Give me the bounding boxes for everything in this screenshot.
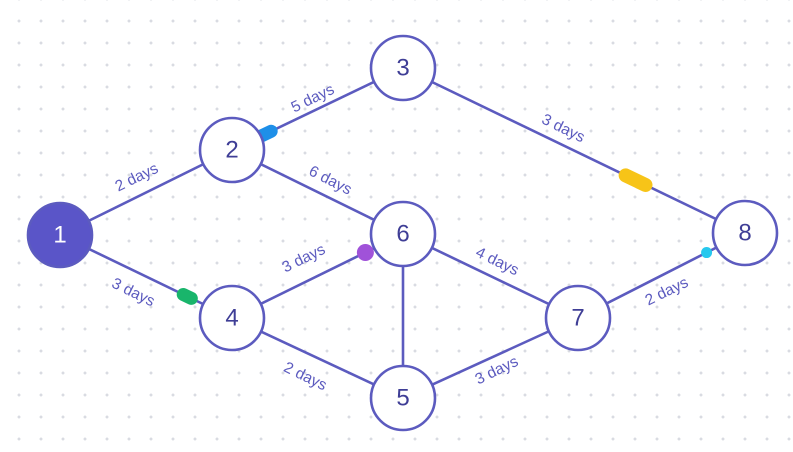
node-2[interactable]: 2 [198,116,266,184]
edge-label-5-7: 3 days [473,353,522,388]
edge-label-4-5: 2 days [281,359,330,394]
node-3[interactable]: 3 [369,34,437,102]
edge-label-3-8: 3 days [539,111,588,146]
node-label-7: 7 [571,304,584,331]
node-circle-8 [711,199,779,267]
node-label-6: 6 [396,220,409,247]
edge-label-1-4: 3 days [109,275,158,310]
node-circle-4 [198,284,266,352]
progress-marker-1-4 [176,287,198,305]
node-circle-6 [369,200,437,268]
progress-marker-7-8 [701,247,713,259]
edge-label-6-7: 4 days [473,244,522,279]
nodes-layer: 1 2 3 4 5 6 7 8 [26,34,779,432]
node-7[interactable]: 7 [544,284,612,352]
node-5[interactable]: 5 [369,364,437,432]
node-6[interactable]: 6 [369,200,437,268]
node-8[interactable]: 8 [711,199,779,267]
progress-marker-3-8 [618,168,653,192]
node-1[interactable]: 1 [26,201,94,269]
node-circle-3 [369,34,437,102]
edge-3-8 [402,66,746,235]
node-label-8: 8 [738,219,751,246]
node-circle-5 [369,364,437,432]
edge-label-4-6: 3 days [280,241,329,276]
node-label-2: 2 [225,136,238,163]
node-circle-1 [26,201,94,269]
node-label-4: 4 [225,304,238,331]
node-4[interactable]: 4 [198,284,266,352]
edge-label-7-8: 2 days [643,274,692,309]
node-label-1: 1 [53,221,66,248]
node-label-5: 5 [396,384,409,411]
node-label-3: 3 [396,54,409,81]
node-circle-7 [544,284,612,352]
edge-label-2-6: 6 days [306,163,355,199]
progress-marker-4-6 [356,243,374,261]
node-circle-2 [198,116,266,184]
